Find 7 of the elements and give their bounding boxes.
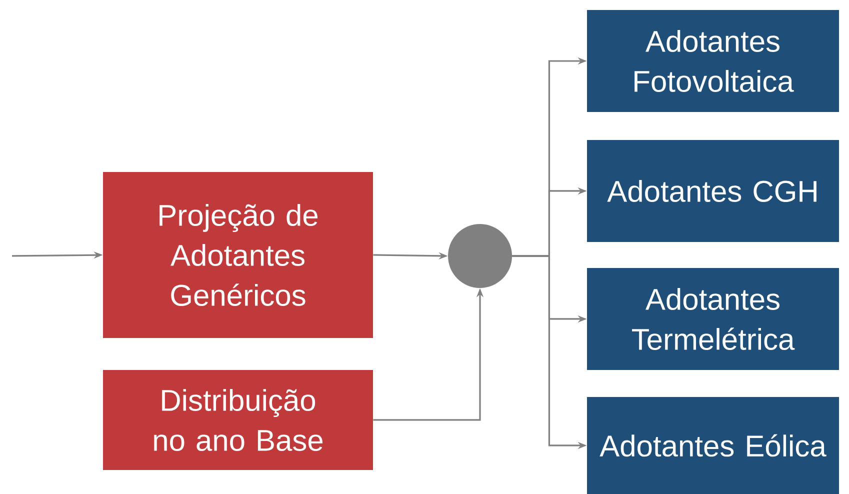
output-box: Adotantes Fotovoltaica	[587, 10, 839, 112]
output-box: Adotantes Eólica	[587, 396, 839, 494]
output-box: Adotantes Termelétrica	[587, 268, 839, 370]
input-box: Distribuição no ano Base	[103, 370, 373, 470]
input-box: Projeção de Adotantes Genéricos	[103, 172, 373, 338]
junction-circle	[448, 224, 512, 288]
output-box: Adotantes CGH	[587, 140, 839, 242]
